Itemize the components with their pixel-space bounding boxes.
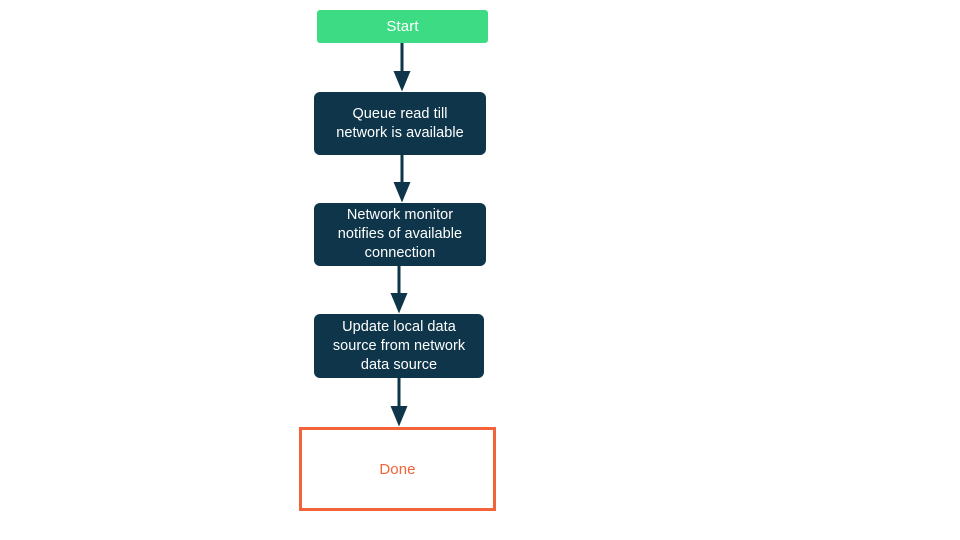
flow-node-network-monitor[interactable]: Network monitor notifies of available co… [314,203,486,266]
flow-arrow-network-monitor-to-update-local [390,266,408,314]
flow-node-done[interactable]: Done [299,427,496,511]
flow-node-queue-read[interactable]: Queue read till network is available [314,92,486,155]
flow-node-update-local[interactable]: Update local data source from network da… [314,314,484,378]
flow-node-start[interactable]: Start [317,10,488,43]
flow-arrow-start-to-queue-read [393,43,411,92]
flow-arrow-update-local-to-done [390,378,408,427]
flow-arrow-queue-read-to-network-monitor [393,155,411,203]
